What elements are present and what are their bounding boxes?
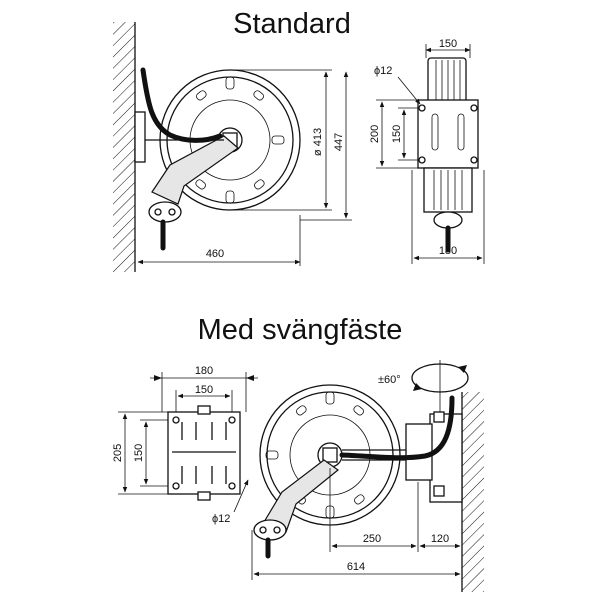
wall-hatching [462, 392, 484, 592]
mount-hole [470, 104, 478, 112]
support-arm [151, 135, 239, 205]
hose-guide [148, 201, 182, 223]
rotation-arrow [458, 365, 467, 373]
standard-front-view: 150 ϕ12 200 150 180 [369, 38, 485, 264]
mount-hole [172, 482, 180, 490]
title-standard: Standard [233, 8, 351, 40]
reel-coil-lines [435, 60, 461, 100]
dim-reel-offset-label: 250 [363, 533, 381, 545]
dim-base-width-label: 180 [439, 245, 457, 257]
hose-guide [253, 519, 287, 541]
dim-bracket-hole-spacing-v-label: 150 [133, 444, 145, 462]
hose-guide-roller [259, 526, 267, 534]
mount-hole [418, 104, 426, 112]
bracket-pivot-top [197, 405, 211, 415]
swivel-pivot [433, 485, 445, 497]
dim-plate-height-label: 200 [369, 125, 381, 143]
hose [339, 395, 455, 461]
wall-hatching [113, 22, 135, 272]
mount-plate [417, 99, 479, 169]
dim-bracket-hole-spacing-label: 150 [195, 384, 213, 396]
reel-slots [195, 76, 285, 204]
hose-guide-roller [154, 208, 162, 216]
reel-axle-nut [322, 447, 338, 463]
standard-side-view: 460 ø 413 447 [113, 22, 352, 272]
dim-bracket-height-label: 205 [112, 444, 124, 462]
hose-guide-roller [168, 208, 176, 216]
mount-hole [228, 482, 236, 490]
mount-hole [228, 416, 236, 424]
swivel-pivot [433, 411, 445, 423]
bracket-slots [172, 422, 236, 484]
hose-guide-roller [273, 526, 281, 534]
rotation-label: ±60° [378, 374, 401, 386]
dim-bracket-hole-label: ϕ12 [212, 513, 230, 525]
dim-total-depth-label: 614 [347, 561, 365, 573]
dim-bracket-hole-leader [233, 479, 249, 513]
mount-hole [470, 156, 478, 164]
mount-slot [457, 113, 465, 151]
dim-hole-leader [397, 76, 421, 105]
wall-bracket [134, 111, 146, 163]
dim-diameter-label: ø 413 [312, 128, 324, 156]
dim-hole-label: ϕ12 [374, 65, 392, 77]
title-swivel: Med svängfäste [198, 314, 403, 346]
rotation-arrow [413, 383, 422, 391]
swivel-bracket-plate [167, 411, 241, 495]
mount-slot [431, 113, 439, 151]
dim-hole-spacing-label: 150 [391, 125, 403, 143]
hose [140, 67, 223, 143]
dim-wall-offset-label: 120 [431, 533, 449, 545]
dim-height-label: 447 [333, 133, 345, 151]
swivel-arm-plate [405, 423, 433, 481]
mount-hole [418, 156, 426, 164]
mount-hole [172, 416, 180, 424]
dim-depth-label: 460 [206, 248, 224, 260]
dim-width-label: 150 [439, 38, 457, 50]
reel-coil-lines-bottom [433, 170, 463, 210]
swivel-bracket-view: 180 150 205 150 ϕ12 [112, 365, 258, 525]
bracket-pivot-bottom [197, 491, 211, 501]
swivel-side-view: ±60° 250 120 [251, 360, 484, 592]
dim-bracket-width-label: 180 [195, 365, 213, 377]
